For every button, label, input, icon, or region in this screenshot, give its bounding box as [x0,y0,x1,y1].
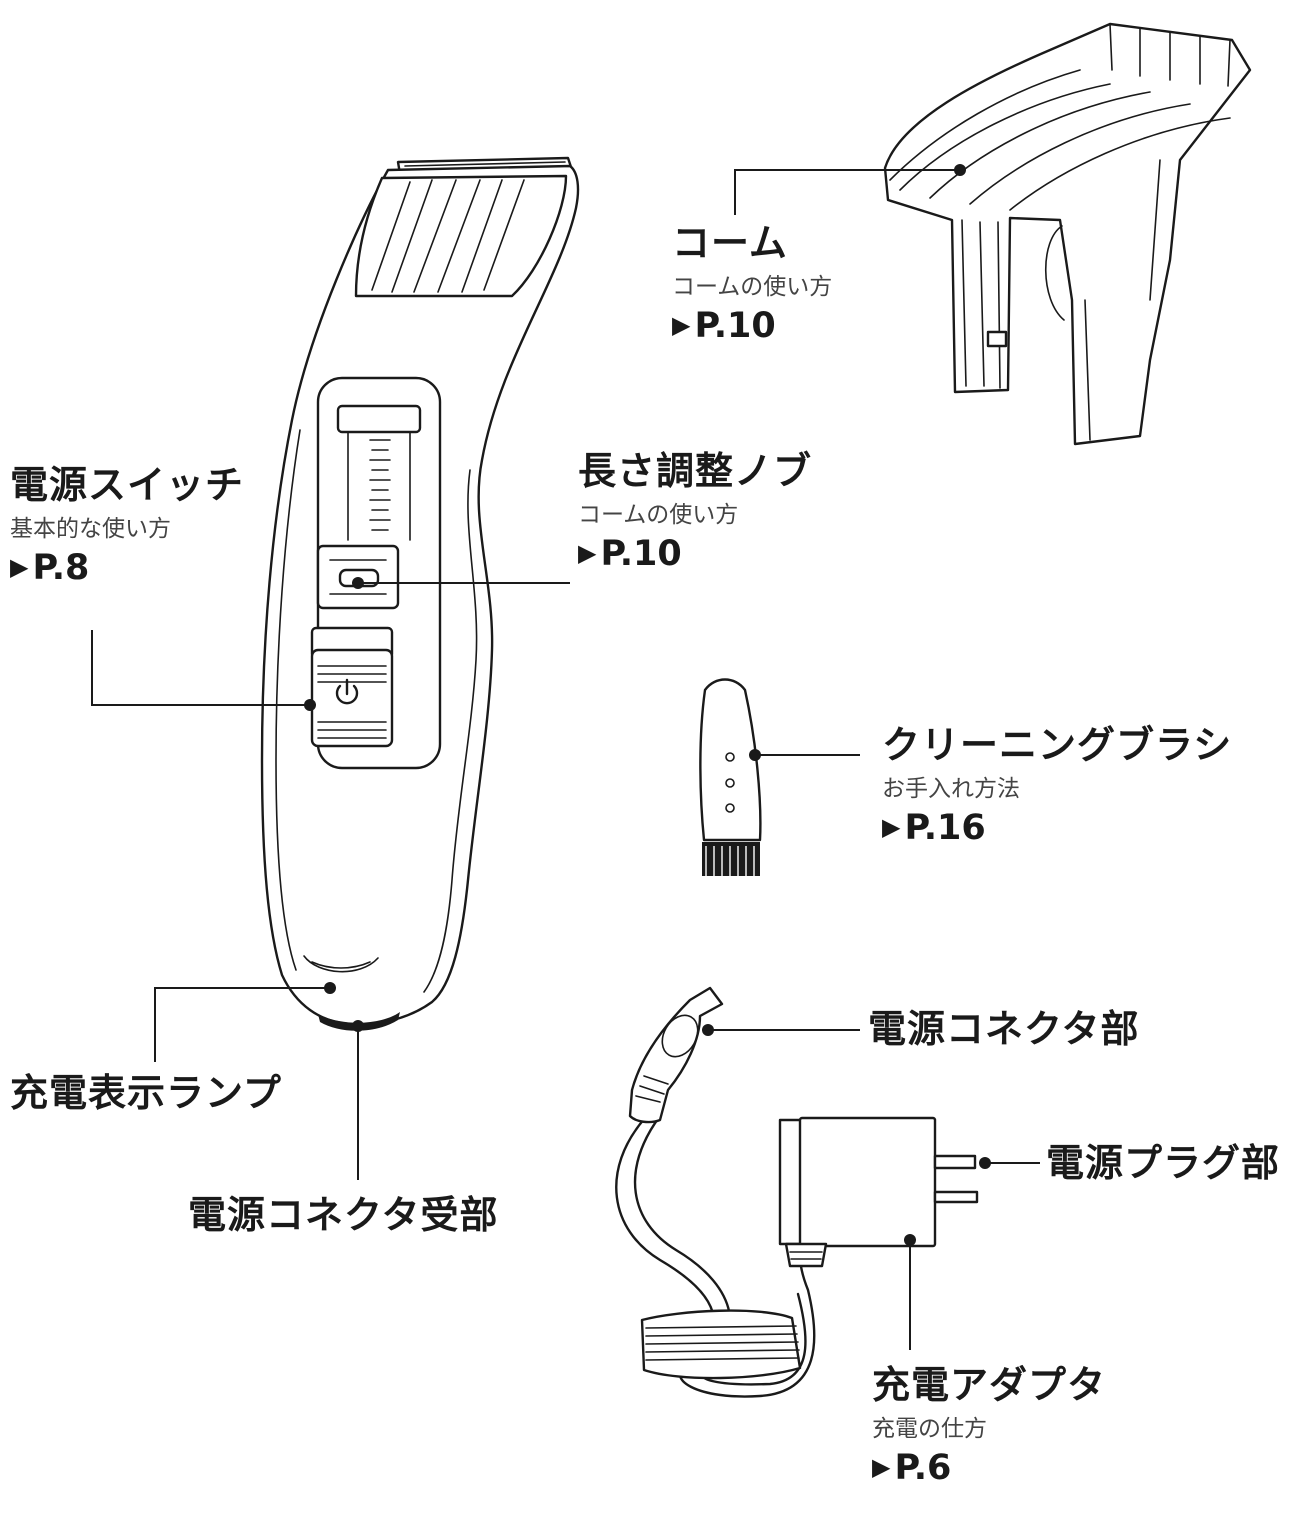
brush-bristles [702,842,760,876]
triangle-right-icon: ▶ [10,553,29,581]
power-switch-desc: 基本的な使い方 [10,516,171,542]
power-switch [310,648,394,748]
cleaning-brush-ref[interactable]: ▶P.16 [882,811,1232,846]
plug-prong-top [933,1154,977,1170]
comb-illustration [883,22,1252,446]
length-knob-title: 長さ調整ノブ [578,449,813,493]
power-switch-ref[interactable]: ▶P.8 [10,551,244,586]
connector-socket [318,1012,400,1031]
cleaning-brush-illustration [699,678,762,876]
power-connector [628,986,724,1124]
connector-label: 電源コネクタ部 [868,1010,1139,1048]
cleaning-brush-title: クリーニングブラシ [882,723,1233,767]
length-knob-ref[interactable]: ▶P.10 [578,537,812,572]
length-knob-desc: コームの使い方 [578,502,739,528]
comb-ref-page: P.10 [694,306,776,346]
power-switch-title: 電源スイッチ [10,463,245,507]
length-knob-ref-page: P.10 [600,534,682,574]
connector-socket-label: 電源コネクタ受部 [188,1196,498,1234]
comb-desc: コームの使い方 [672,274,833,300]
triangle-right-icon: ▶ [882,813,901,841]
plug-title: 電源プラグ部 [1046,1141,1281,1185]
power-switch-label: 電源スイッチ 基本的な使い方 ▶P.8 [10,466,244,586]
charge-lamp [303,955,379,973]
adapter-label: 充電アダプタ 充電の仕方 ▶P.6 [872,1366,1106,1486]
adapter-ref[interactable]: ▶P.6 [872,1451,1106,1486]
charge-lamp-title: 充電表示ランプ [10,1071,282,1115]
adapter-title: 充電アダプタ [872,1363,1107,1407]
leader-lines [91,164,1040,1350]
power-switch-ref-page: P.8 [32,548,90,588]
brush-handle [699,678,762,842]
connector-socket-title: 電源コネクタ受部 [188,1193,499,1237]
adapter-ref-page: P.6 [894,1448,952,1488]
adapter-desc: 充電の仕方 [872,1416,987,1442]
comb-title: コーム [672,221,788,265]
cleaning-brush-ref-page: P.16 [904,808,986,848]
cleaning-brush-desc: お手入れ方法 [882,776,1020,802]
charge-lamp-label: 充電表示ランプ [10,1074,282,1112]
length-knob-label: 長さ調整ノブ コームの使い方 ▶P.10 [578,452,812,572]
comb-body [883,22,1252,446]
cleaning-brush-label: クリーニングブラシ お手入れ方法 ▶P.16 [882,726,1232,846]
plug-prong-bottom [933,1190,979,1204]
plug-label: 電源プラグ部 [1046,1144,1280,1182]
power-icon [335,678,359,705]
adapter-illustration [615,986,979,1398]
triangle-right-icon: ▶ [672,311,691,339]
triangle-right-icon: ▶ [872,1453,891,1481]
clipper-illustration [260,156,580,1031]
connector-title: 電源コネクタ部 [868,1007,1140,1051]
comb-label: コーム コームの使い方 ▶P.10 [672,224,832,344]
comb-ref[interactable]: ▶P.10 [672,309,832,344]
adapter-body [798,1116,937,1248]
triangle-right-icon: ▶ [578,539,597,567]
